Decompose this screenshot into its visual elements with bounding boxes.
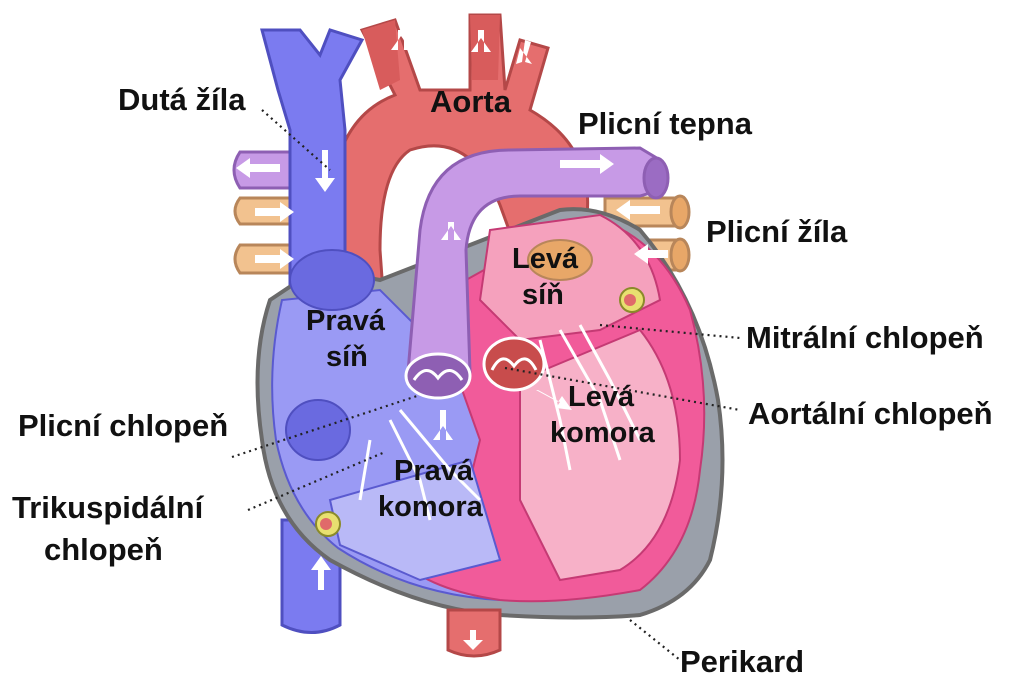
coronary-vessel-right xyxy=(316,512,340,536)
label-leva-sin-2: síň xyxy=(522,279,564,311)
label-duta-zila: Dutá žíla xyxy=(118,82,246,117)
label-leva-sin-1: Levá xyxy=(512,243,579,275)
label-trikuspidalni-2: chlopeň xyxy=(44,532,163,567)
label-prava-komora-2: komora xyxy=(378,491,484,523)
label-prava-sin-2: síň xyxy=(326,341,368,373)
ivc-opening xyxy=(286,400,350,460)
label-leva-komora-2: komora xyxy=(550,417,656,449)
pulmonary-valve xyxy=(406,354,470,398)
label-leva-komora-1: Levá xyxy=(568,381,635,413)
right-atrium-opening xyxy=(290,250,374,310)
label-plicni-tepna: Plicní tepna xyxy=(578,106,753,141)
label-aorta: Aorta xyxy=(430,84,512,119)
label-prava-sin-1: Pravá xyxy=(306,305,386,337)
label-plicni-chlopen: Plicní chlopeň xyxy=(18,408,228,443)
pulmonary-artery-opening xyxy=(644,158,668,198)
label-plicni-zila: Plicní žíla xyxy=(706,214,848,249)
label-aortalni-chlopen: Aortální chlopeň xyxy=(748,396,993,431)
label-perikard: Perikard xyxy=(680,644,804,679)
label-mitralni-chlopen: Mitrální chlopeň xyxy=(746,320,984,355)
coronary-vessel-left xyxy=(620,288,644,312)
label-trikuspidalni-1: Trikuspidální xyxy=(12,490,205,525)
aortic-valve xyxy=(484,338,544,390)
label-prava-komora-1: Pravá xyxy=(394,455,474,487)
